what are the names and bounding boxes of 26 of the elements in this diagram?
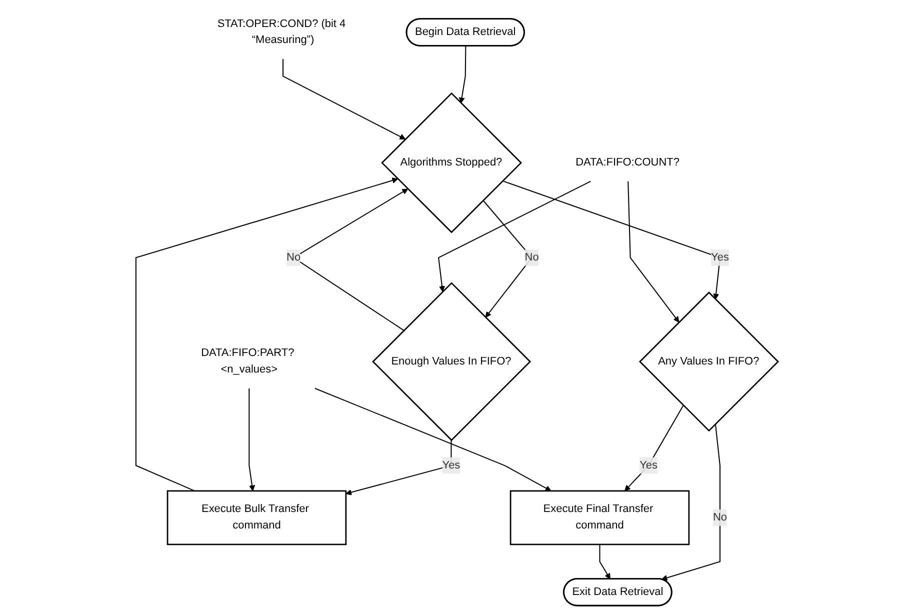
node-diamond: Any Values In FIFO? — [638, 292, 780, 432]
node-diamond: Algorithms Stopped? — [381, 92, 522, 234]
node-text: STAT:OPER:COND? (bit 4 “Measuring”) — [217, 18, 346, 46]
arrow — [661, 424, 720, 581]
edge-label: Yes — [640, 459, 658, 472]
node-text: DATA:FIFO:PART? <n_values> — [201, 347, 294, 376]
edge-label: No — [286, 252, 301, 264]
edge-label: No — [524, 252, 539, 264]
arrow — [628, 181, 680, 322]
arrow — [248, 388, 256, 492]
node-text: DATA:FIFO:COUNT? — [576, 156, 680, 168]
arrow — [624, 405, 684, 492]
arrow — [438, 180, 591, 292]
arrow — [346, 440, 452, 496]
arrow — [282, 59, 406, 140]
arrow — [458, 46, 466, 104]
node-box: Execute Bulk Transfer command — [166, 490, 347, 546]
edge-label: No — [712, 512, 727, 524]
edge-label: Yes — [442, 459, 460, 472]
edge-label: Yes — [711, 252, 729, 264]
node-diamond: Enough Values In FIFO? — [372, 282, 532, 442]
arrow — [599, 544, 610, 580]
arrow — [502, 180, 721, 300]
arrow — [135, 178, 398, 492]
node-box: Execute Final Transfer command — [510, 490, 690, 546]
arrow — [314, 388, 552, 492]
